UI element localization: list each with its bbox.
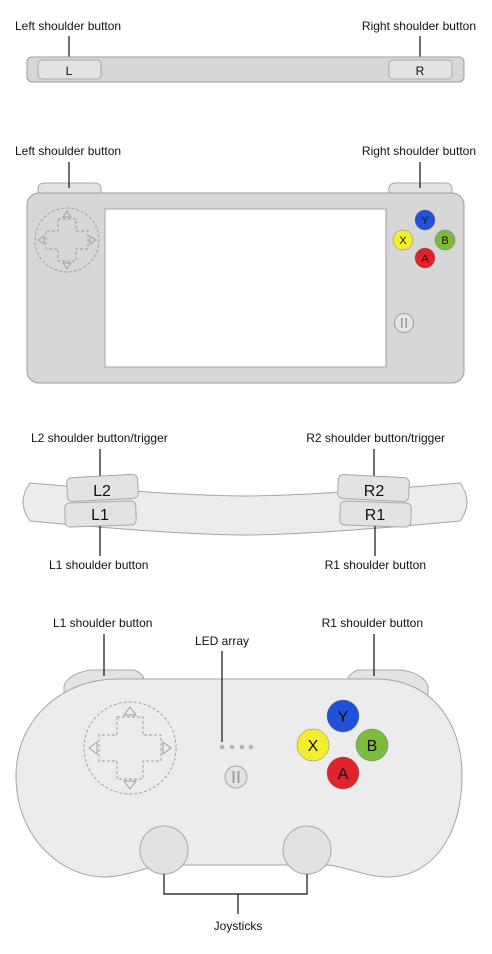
led-3	[239, 744, 245, 750]
led-2	[229, 744, 235, 750]
l2-button[interactable]	[66, 473, 139, 503]
b-button-label: B	[441, 235, 448, 247]
joysticks-label: Joysticks	[214, 919, 263, 933]
front-face-buttons: Y X B A	[296, 699, 389, 790]
right-arrow-icon	[89, 235, 97, 245]
b-button-label: B	[367, 738, 378, 755]
y-button-label: Y	[421, 215, 429, 227]
l1-label: L1 shoulder button	[53, 616, 152, 630]
handheld-diagram: Left shoulder button Right shoulder butt…	[15, 144, 476, 384]
down-arrow-icon	[62, 262, 72, 270]
right-shoulder-button[interactable]	[388, 59, 453, 80]
l1-button-label: L1	[91, 507, 109, 524]
right-shoulder-label: Right shoulder button	[362, 19, 476, 33]
controller-top-edge	[26, 56, 465, 83]
y-button-label: Y	[338, 709, 349, 726]
dpad-icon[interactable]	[34, 207, 100, 273]
pause-icon[interactable]	[224, 765, 248, 789]
y-button[interactable]	[414, 209, 436, 231]
led-1	[219, 744, 225, 750]
l1-button[interactable]	[64, 500, 137, 528]
b-button[interactable]	[355, 728, 389, 762]
left-arrow-icon	[88, 741, 98, 755]
right-arrow-icon	[162, 741, 172, 755]
right-shoulder-button-label: R	[416, 64, 425, 78]
right-shoulder-label: Right shoulder button	[362, 144, 476, 158]
x-button-label: X	[308, 738, 319, 755]
led-4	[248, 744, 254, 750]
led-label: LED array	[195, 634, 249, 648]
dpad-icon[interactable]	[83, 701, 177, 795]
left-shoulder-label: Left shoulder button	[15, 144, 121, 158]
left-shoulder-button[interactable]	[37, 59, 102, 80]
x-button[interactable]	[392, 229, 414, 251]
a-button[interactable]	[326, 756, 360, 790]
a-button-label: A	[421, 253, 429, 265]
down-arrow-icon	[123, 780, 137, 790]
led-array	[219, 744, 254, 750]
left-arrow-icon	[37, 235, 45, 245]
r1-label: R1 shoulder button	[322, 616, 423, 630]
pause-icon[interactable]	[394, 313, 414, 333]
handheld-face-buttons: Y X B A	[392, 209, 456, 269]
device-screen	[104, 208, 387, 368]
a-button-label: A	[338, 766, 349, 783]
y-button[interactable]	[326, 699, 360, 733]
l1-label: L1 shoulder button	[49, 558, 148, 572]
left-joystick[interactable]	[139, 825, 189, 875]
l2-button-label: L2	[93, 483, 111, 500]
x-button-label: X	[399, 235, 407, 247]
right-joystick[interactable]	[282, 825, 332, 875]
left-shoulder-label: Left shoulder button	[15, 19, 121, 33]
l2-label: L2 shoulder button/trigger	[31, 431, 168, 445]
r2-label: R2 shoulder button/trigger	[306, 431, 445, 445]
r1-button-label: R1	[365, 507, 386, 524]
r2-button[interactable]	[337, 473, 410, 503]
up-arrow-icon	[123, 706, 137, 716]
up-arrow-icon	[62, 210, 72, 218]
joystick-bracket	[163, 874, 308, 895]
extended-top-diagram: L2 shoulder button/trigger R2 shoulder b…	[22, 431, 468, 572]
b-button[interactable]	[434, 229, 456, 251]
a-button[interactable]	[414, 247, 436, 269]
r2-button-label: R2	[364, 483, 385, 500]
extended-front-diagram: L1 shoulder button R1 shoulder button LE…	[15, 616, 463, 933]
r1-label: R1 shoulder button	[325, 558, 426, 572]
shoulder-strip-diagram: Left shoulder button Right shoulder butt…	[15, 19, 476, 83]
left-shoulder-button-label: L	[66, 64, 73, 78]
x-button[interactable]	[296, 728, 330, 762]
